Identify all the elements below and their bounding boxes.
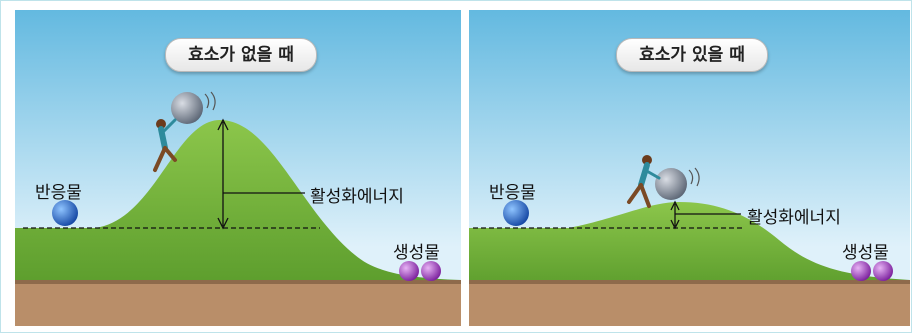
product-ball-2 <box>421 261 441 281</box>
arrow-head-bottom <box>217 217 229 230</box>
product-ball-1 <box>399 261 419 281</box>
soil-edge <box>15 280 461 284</box>
product-label: 생성물 <box>393 243 440 263</box>
motion-lines <box>204 91 216 111</box>
boulder <box>655 168 687 200</box>
soil <box>469 280 910 326</box>
hill <box>15 120 461 290</box>
product-label: 생성물 <box>842 243 889 263</box>
panel-title: 효소가 있을 때 <box>616 38 768 72</box>
activation-energy-label: 활성화에너지 <box>747 208 841 228</box>
panel-title: 효소가 없을 때 <box>165 38 317 72</box>
panel-without-enzyme: 효소가 없을 때 반응물 활성화에너지 생성물 <box>15 10 461 326</box>
boulder <box>171 92 203 124</box>
hill <box>469 202 910 290</box>
reactant-label: 반응물 <box>489 183 536 203</box>
arrow-head-bottom <box>670 219 680 230</box>
person-pushing-icon <box>153 118 177 172</box>
arrow-head-top <box>217 118 229 131</box>
reactant-ball <box>52 200 78 226</box>
soil-edge <box>469 280 910 284</box>
product-ball-1 <box>851 261 871 281</box>
person-pushing-icon <box>627 155 661 208</box>
activation-energy-label: 활성화에너지 <box>310 187 404 207</box>
motion-lines <box>688 167 700 187</box>
soil <box>15 280 461 326</box>
panel-with-enzyme: 효소가 있을 때 반응물 활성화에너지 생성물 <box>469 10 910 326</box>
arrow-head-top <box>670 200 680 211</box>
reactant-label: 반응물 <box>35 183 82 203</box>
product-ball-2 <box>873 261 893 281</box>
reactant-ball <box>503 200 529 226</box>
